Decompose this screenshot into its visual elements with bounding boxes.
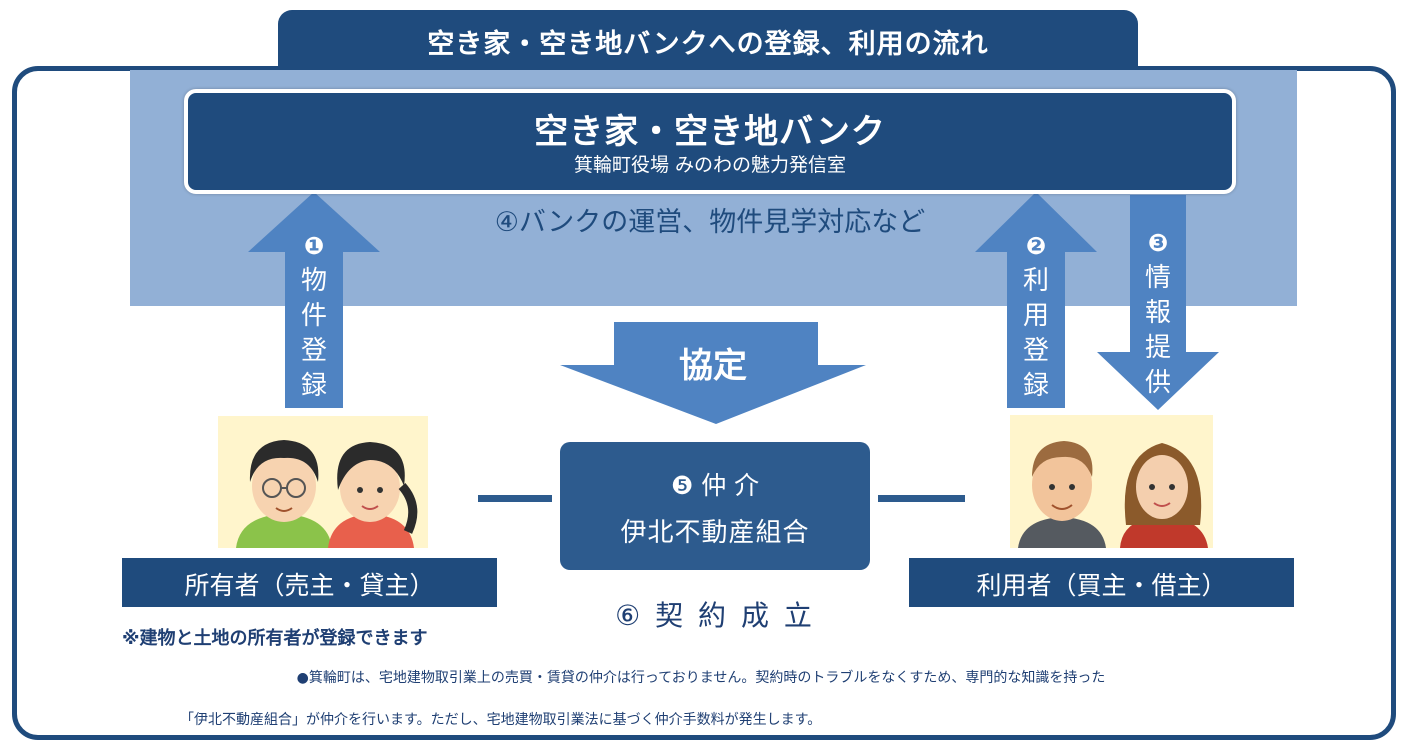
label-char: 登 <box>300 336 327 366</box>
label-char: 利 <box>1022 266 1049 296</box>
user-registration-arrow <box>975 192 1097 408</box>
information-label: ❸ 情 報 提 供 <box>1130 226 1186 401</box>
owner-broker-connector <box>478 495 552 502</box>
information-arrow <box>1097 195 1219 410</box>
label-char: 録 <box>300 371 327 401</box>
broker-user-connector <box>878 495 965 502</box>
bank-box <box>184 89 1236 194</box>
owner-role-box <box>122 558 497 607</box>
agreement-label: 協定 <box>679 346 747 386</box>
owner-couple-icon <box>218 416 428 548</box>
page-title: 空き家・空き地バンクへの登録、利用の流れ <box>427 29 989 60</box>
property-registration-label: ❶ 物 件 登 録 <box>286 229 342 404</box>
user-couple-icon <box>1010 415 1213 548</box>
user-registration-label: ❷ 利 用 登 録 <box>1008 229 1064 404</box>
owner-role-label: 所有者（売主・貸主） <box>184 571 435 600</box>
property-registration-arrow <box>248 192 380 408</box>
label-char: 供 <box>1144 368 1171 398</box>
footnote-line-1: ●箕輪町は、宅地建物取引業上の売買・賃貸の仲介は行っておりません。契約時のトラブ… <box>296 670 1106 686</box>
bank-subtitle: 箕輪町役場 みのわの魅力発信室 <box>573 154 847 176</box>
user-role-label: 利用者（買主・借主） <box>976 571 1227 600</box>
bank-operations-label: ④バンクの運営、物件見学対応など <box>494 207 926 238</box>
step-3-number: ❸ <box>1147 229 1169 257</box>
owner-note: ※建物と土地の所有者が登録できます <box>122 628 428 649</box>
bank-title: 空き家・空き地バンク <box>534 112 886 152</box>
broker-step-label: ❺ 仲 介 <box>670 471 760 500</box>
label-char: 用 <box>1022 301 1049 331</box>
agreement-arrow <box>560 322 866 424</box>
step-2-number: ❷ <box>1025 232 1047 260</box>
label-char: 録 <box>1022 371 1049 401</box>
label-char: 提 <box>1144 333 1171 363</box>
broker-box <box>560 442 870 570</box>
footnote-line-2: 「伊北不動産組合」が仲介を行います。ただし、宅地建物取引業法に基づく仲介手数料が… <box>180 712 822 728</box>
user-role-box <box>909 558 1294 607</box>
label-char: 情 <box>1144 263 1171 293</box>
step-1-number: ❶ <box>303 232 325 260</box>
label-char: 登 <box>1022 336 1049 366</box>
label-char: 件 <box>300 301 327 331</box>
label-char: 物 <box>300 266 327 296</box>
contract-label: ⑥ 契 約 成 立 <box>615 599 815 632</box>
broker-name: 伊北不動産組合 <box>620 518 810 548</box>
owner-couple-illustration <box>218 416 428 548</box>
user-couple-illustration <box>1010 415 1213 548</box>
label-char: 報 <box>1144 298 1171 328</box>
